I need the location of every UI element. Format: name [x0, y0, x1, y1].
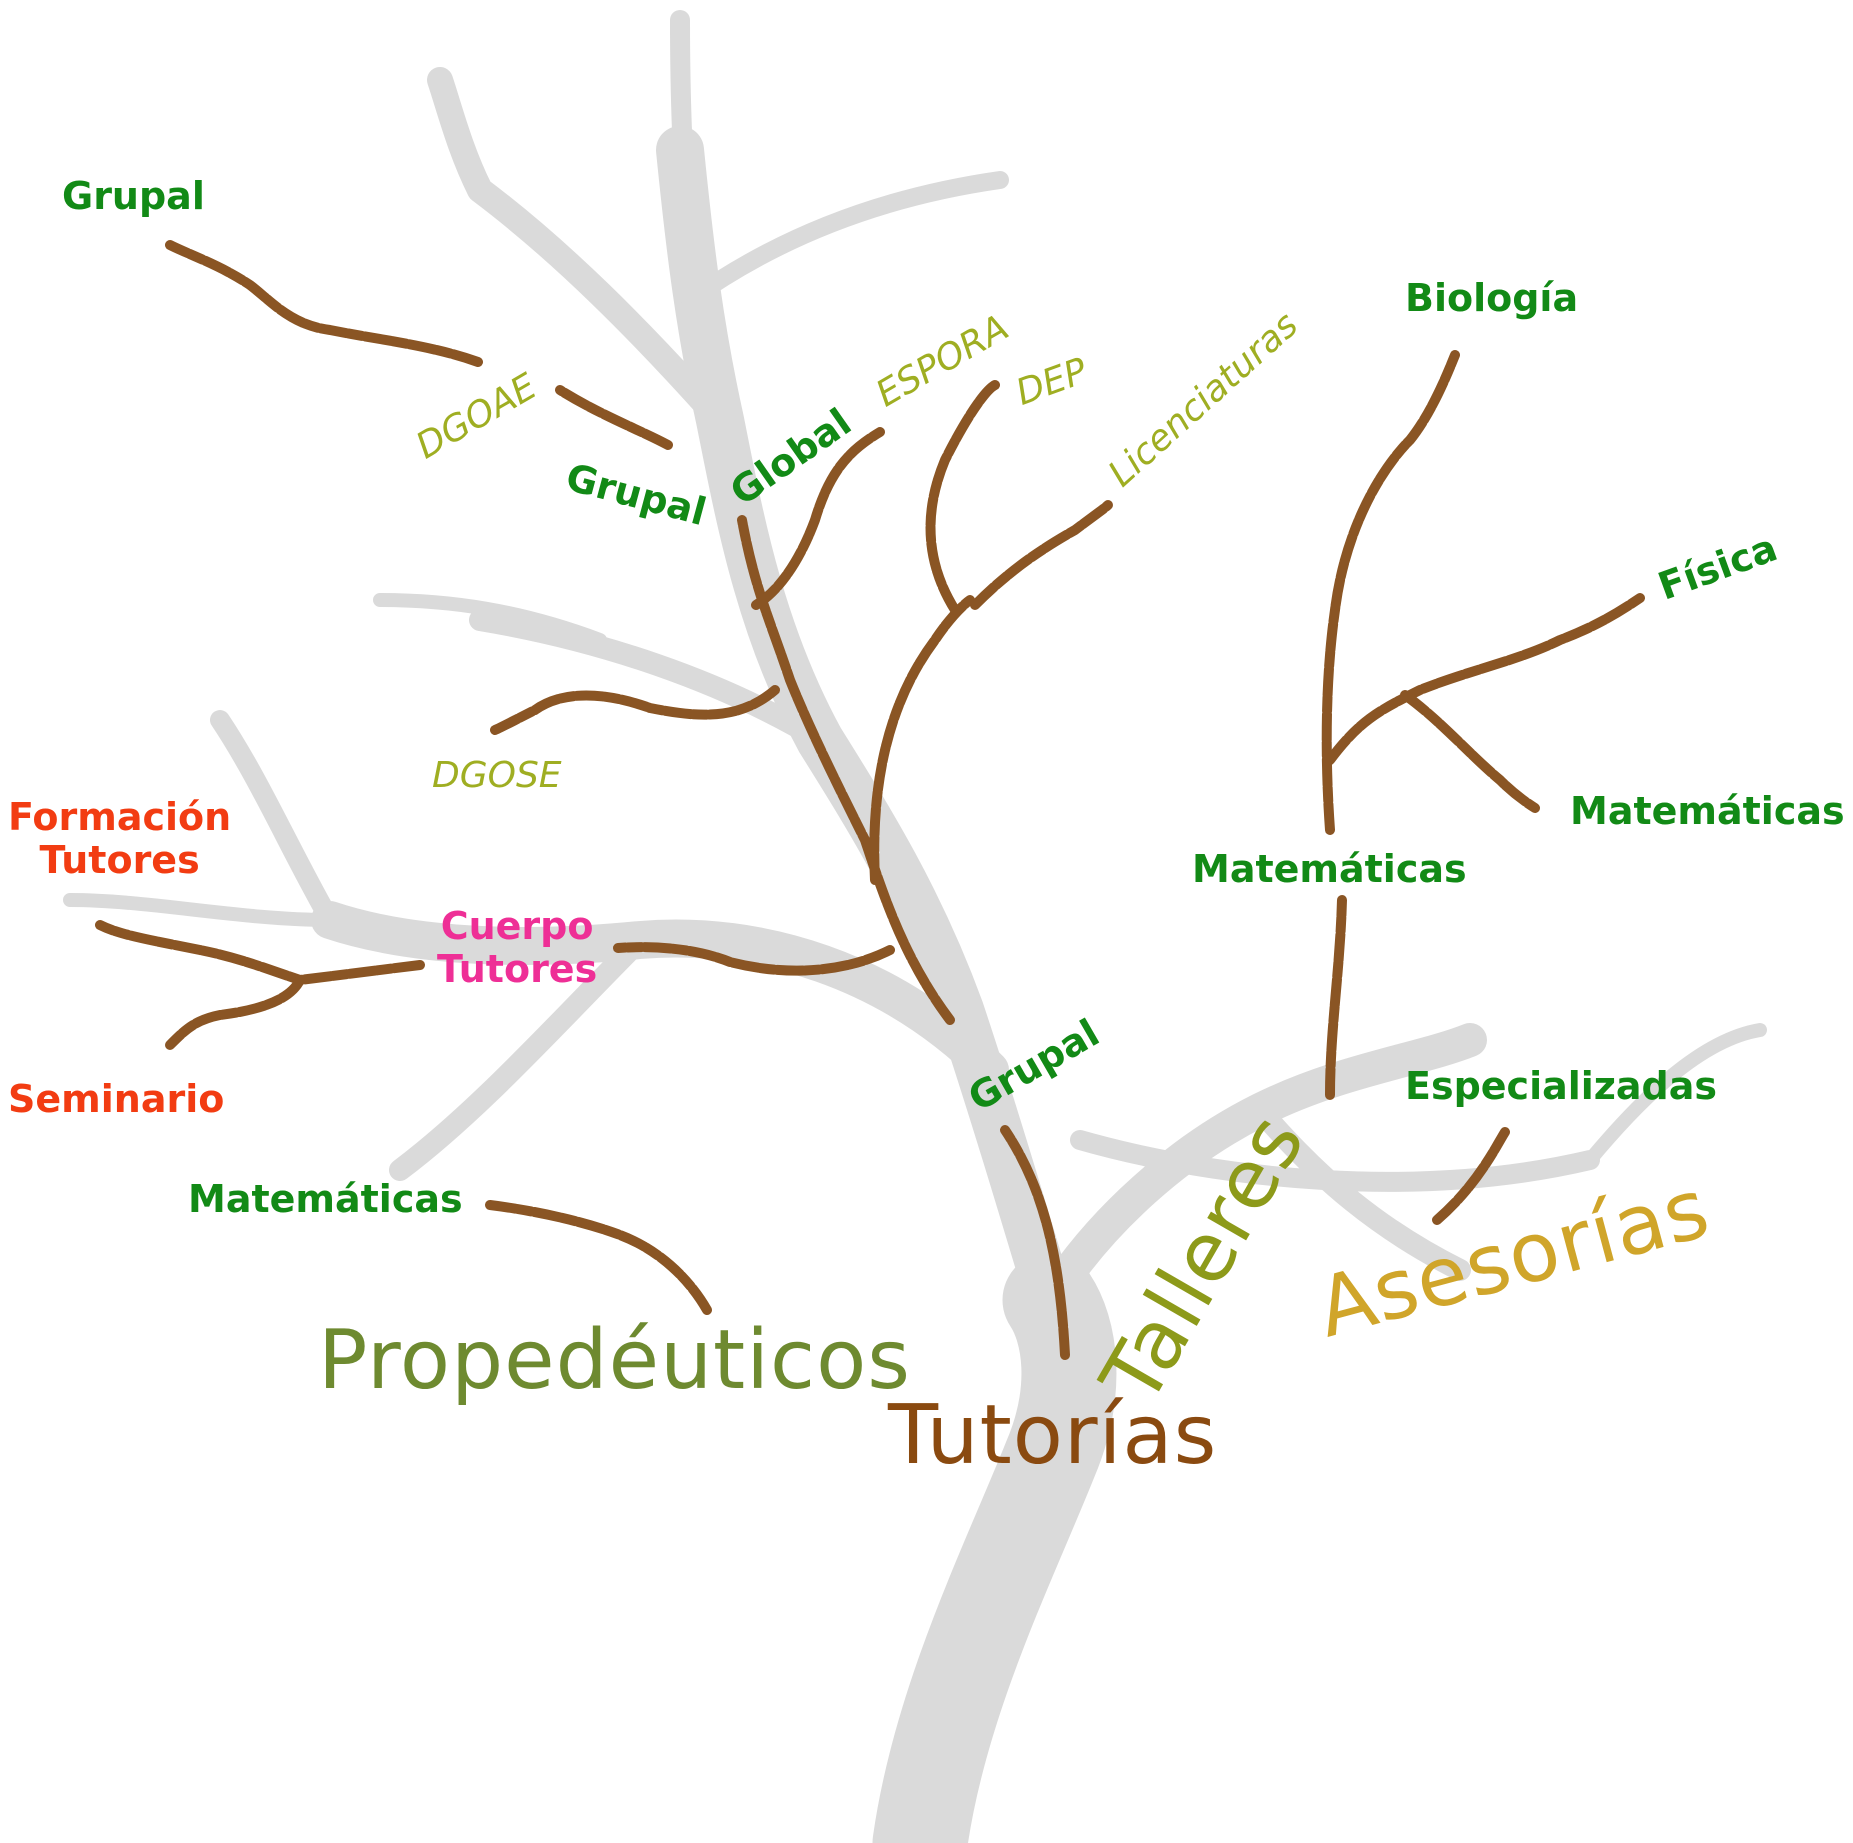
connector-talleres-stem: [1325, 895, 1347, 1100]
label-dgose: DGOSE: [432, 755, 562, 796]
label-propedeuticos-matematicas: Matemáticas: [188, 1177, 463, 1221]
label-formacion-tutores: Formación Tutores: [8, 796, 231, 881]
label-formacion-tutores-line2: Tutores: [39, 837, 200, 882]
category-label-propedeuticos: Propedéuticos: [318, 1313, 911, 1408]
root-label-tutorias: Tutorías: [888, 1388, 1218, 1483]
label-grupal-top-left: Grupal: [62, 174, 205, 218]
connector-especializadas: [1432, 1127, 1510, 1225]
connector-formacion-seminario-b: [165, 975, 305, 1050]
label-formacion-tutores-line1: Formación: [8, 795, 232, 839]
connector-cuerpo-tutores: [613, 942, 895, 976]
connector-matematicas-right: [1400, 690, 1540, 813]
connector-propedeuticos-matematicas: [485, 1200, 712, 1315]
connector-global: [751, 427, 885, 610]
label-cuerpo-tutores-line1: Cuerpo: [440, 904, 594, 948]
label-talleres-matematicas: Matemáticas: [1192, 847, 1467, 891]
connector-tutorias-trunk: [1000, 1125, 1070, 1360]
label-cuerpo-tutores: Cuerpo Tutores: [437, 905, 597, 990]
connector-dgose: [490, 685, 780, 735]
connector-lines: [95, 240, 1645, 1360]
connector-dgoae-grupal: [555, 385, 673, 450]
connector-grupal-top-left: [165, 240, 483, 367]
connector-licenciaturas: [970, 500, 1113, 610]
connector-fisica: [1325, 593, 1645, 765]
connector-dep-lic-stem: [869, 595, 975, 885]
label-seminario: Seminario: [8, 1077, 225, 1121]
label-biologia: Biología: [1405, 276, 1579, 320]
connector-formacion-seminario-a: [95, 920, 425, 985]
connector-dep: [925, 380, 1000, 615]
connector-talleres-upper: [1321, 350, 1460, 835]
label-especializadas: Especializadas: [1405, 1064, 1718, 1108]
label-matematicas-right: Matemáticas: [1570, 789, 1845, 833]
connector-tutorias-main: [737, 515, 955, 1025]
label-cuerpo-tutores-line2: Tutores: [437, 946, 598, 991]
